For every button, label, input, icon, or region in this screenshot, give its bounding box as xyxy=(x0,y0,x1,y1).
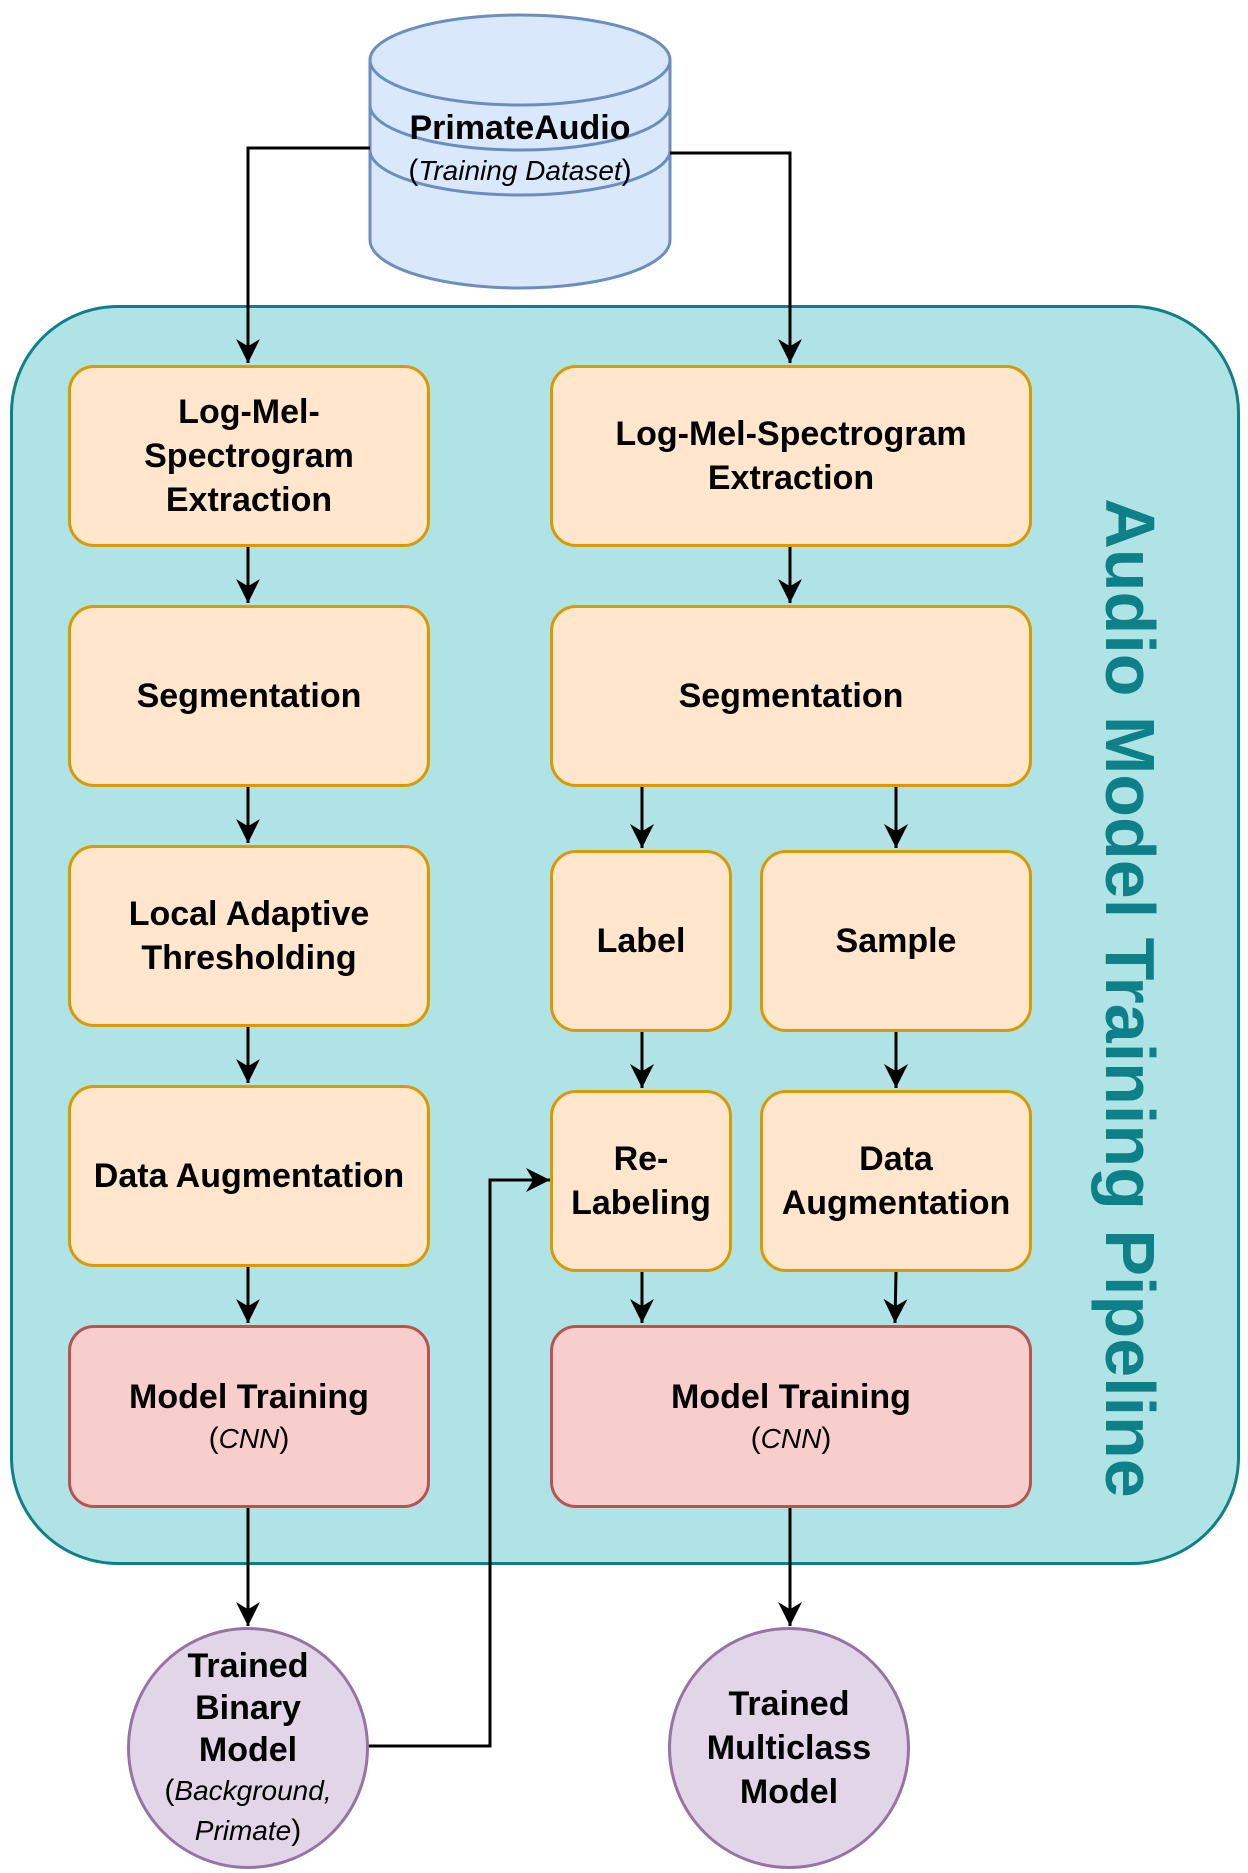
left-training-model-type: CNN xyxy=(218,1422,280,1454)
edge-binary-relabel xyxy=(366,1168,550,1748)
right-training-node[interactable]: Model Training (CNN) xyxy=(550,1325,1032,1508)
database-label: PrimateAudio (Training Dataset) xyxy=(370,105,670,191)
edge-db-right xyxy=(670,151,802,363)
database-name: PrimateAudio xyxy=(409,109,631,147)
right-sample-node[interactable]: Sample xyxy=(760,850,1032,1032)
right-extraction-node[interactable]: Log-Mel-Spectrogram Extraction xyxy=(550,365,1032,547)
edge-db-left xyxy=(236,146,370,363)
database-subtitle: (Training Dataset) xyxy=(408,154,632,187)
right-relabeling-node[interactable]: Re- Labeling xyxy=(550,1090,732,1272)
right-segmentation-node[interactable]: Segmentation xyxy=(550,605,1032,787)
right-augmentation-node[interactable]: Data Augmentation xyxy=(760,1090,1032,1272)
left-thresholding-node[interactable]: Local Adaptive Thresholding xyxy=(68,845,430,1027)
left-extraction-node[interactable]: Log-Mel- Spectrogram Extraction xyxy=(68,365,430,547)
left-segmentation-node[interactable]: Segmentation xyxy=(68,605,430,787)
trained-multiclass-model-node[interactable]: Trained Multiclass Model xyxy=(668,1627,910,1869)
edge-right-aug-train xyxy=(883,1271,908,1324)
left-augmentation-node[interactable]: Data Augmentation xyxy=(68,1085,430,1267)
right-training-model-type: CNN xyxy=(760,1422,822,1454)
trained-binary-model-node[interactable]: Trained Binary Model (Background, Primat… xyxy=(127,1627,369,1869)
database-icon xyxy=(368,13,672,290)
left-training-node[interactable]: Model Training (CNN) xyxy=(68,1325,430,1508)
right-label-node[interactable]: Label xyxy=(550,850,732,1032)
